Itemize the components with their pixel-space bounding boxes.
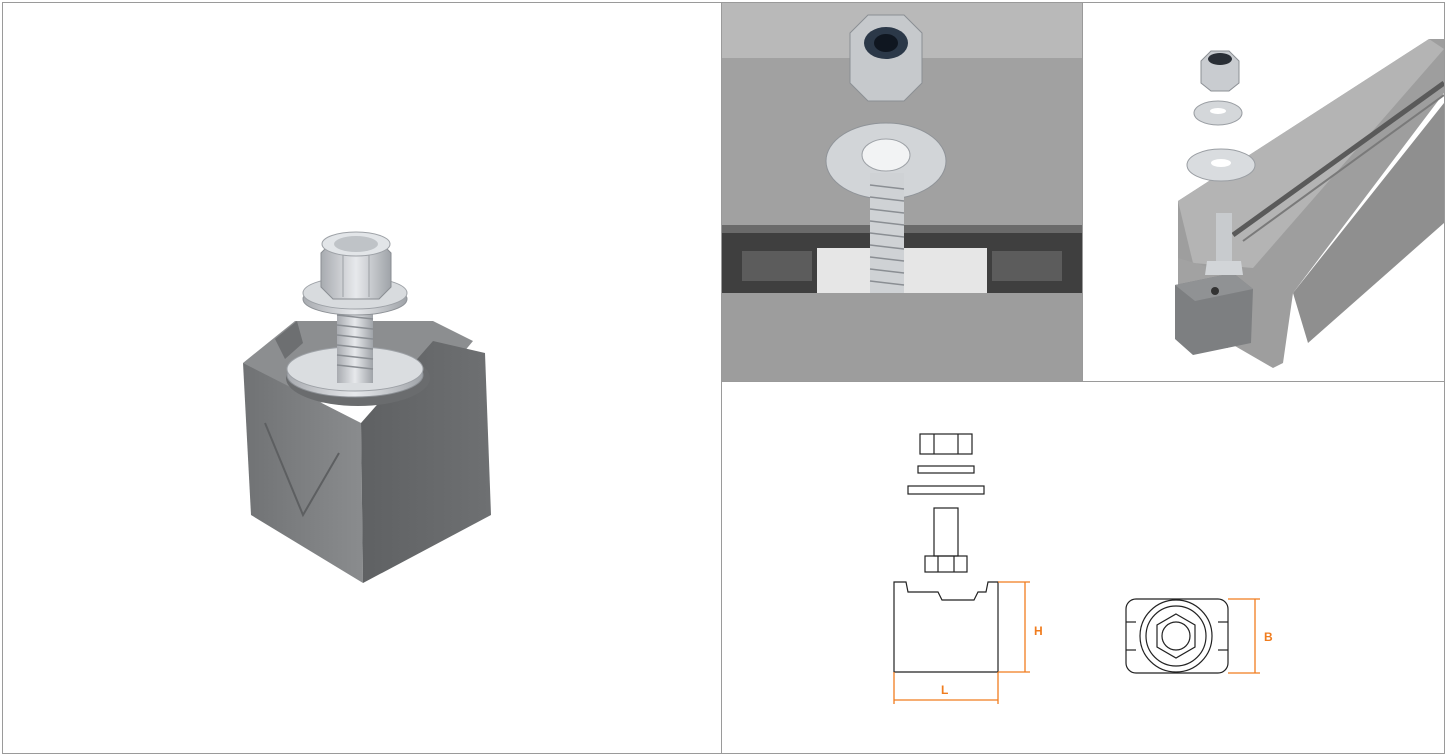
- exploded-assembly-icon: [1175, 39, 1444, 368]
- nut-outline: [919, 433, 973, 455]
- main-product-photo: [3, 3, 720, 753]
- bolt-head-outline: [924, 555, 968, 573]
- dimension-drawing-icon: H L B: [893, 433, 1273, 704]
- rail-closeup-photo: [722, 3, 1082, 381]
- divider-vertical-top: [1082, 2, 1083, 382]
- bolt-shaft-outline: [933, 507, 959, 557]
- bolt-in-rail-icon: [722, 3, 1082, 381]
- clamp-block-bolt-icon: [243, 231, 491, 583]
- small-washer-outline: [917, 465, 975, 474]
- large-washer-outline: [907, 485, 985, 495]
- dimension-h-label: H: [1034, 624, 1043, 638]
- rail-exploded-photo: [1083, 3, 1444, 381]
- nut-top-outline: [1156, 613, 1196, 659]
- washer-top-outline: [1139, 599, 1213, 673]
- block-top-outline: [1125, 598, 1229, 674]
- divider-vertical-main: [721, 2, 722, 754]
- block-side-outline: [893, 581, 999, 673]
- divider-horizontal: [721, 381, 1445, 382]
- technical-drawing: H L B: [722, 382, 1444, 753]
- dimension-b-label: B: [1264, 630, 1273, 644]
- dimension-l-label: L: [941, 683, 948, 697]
